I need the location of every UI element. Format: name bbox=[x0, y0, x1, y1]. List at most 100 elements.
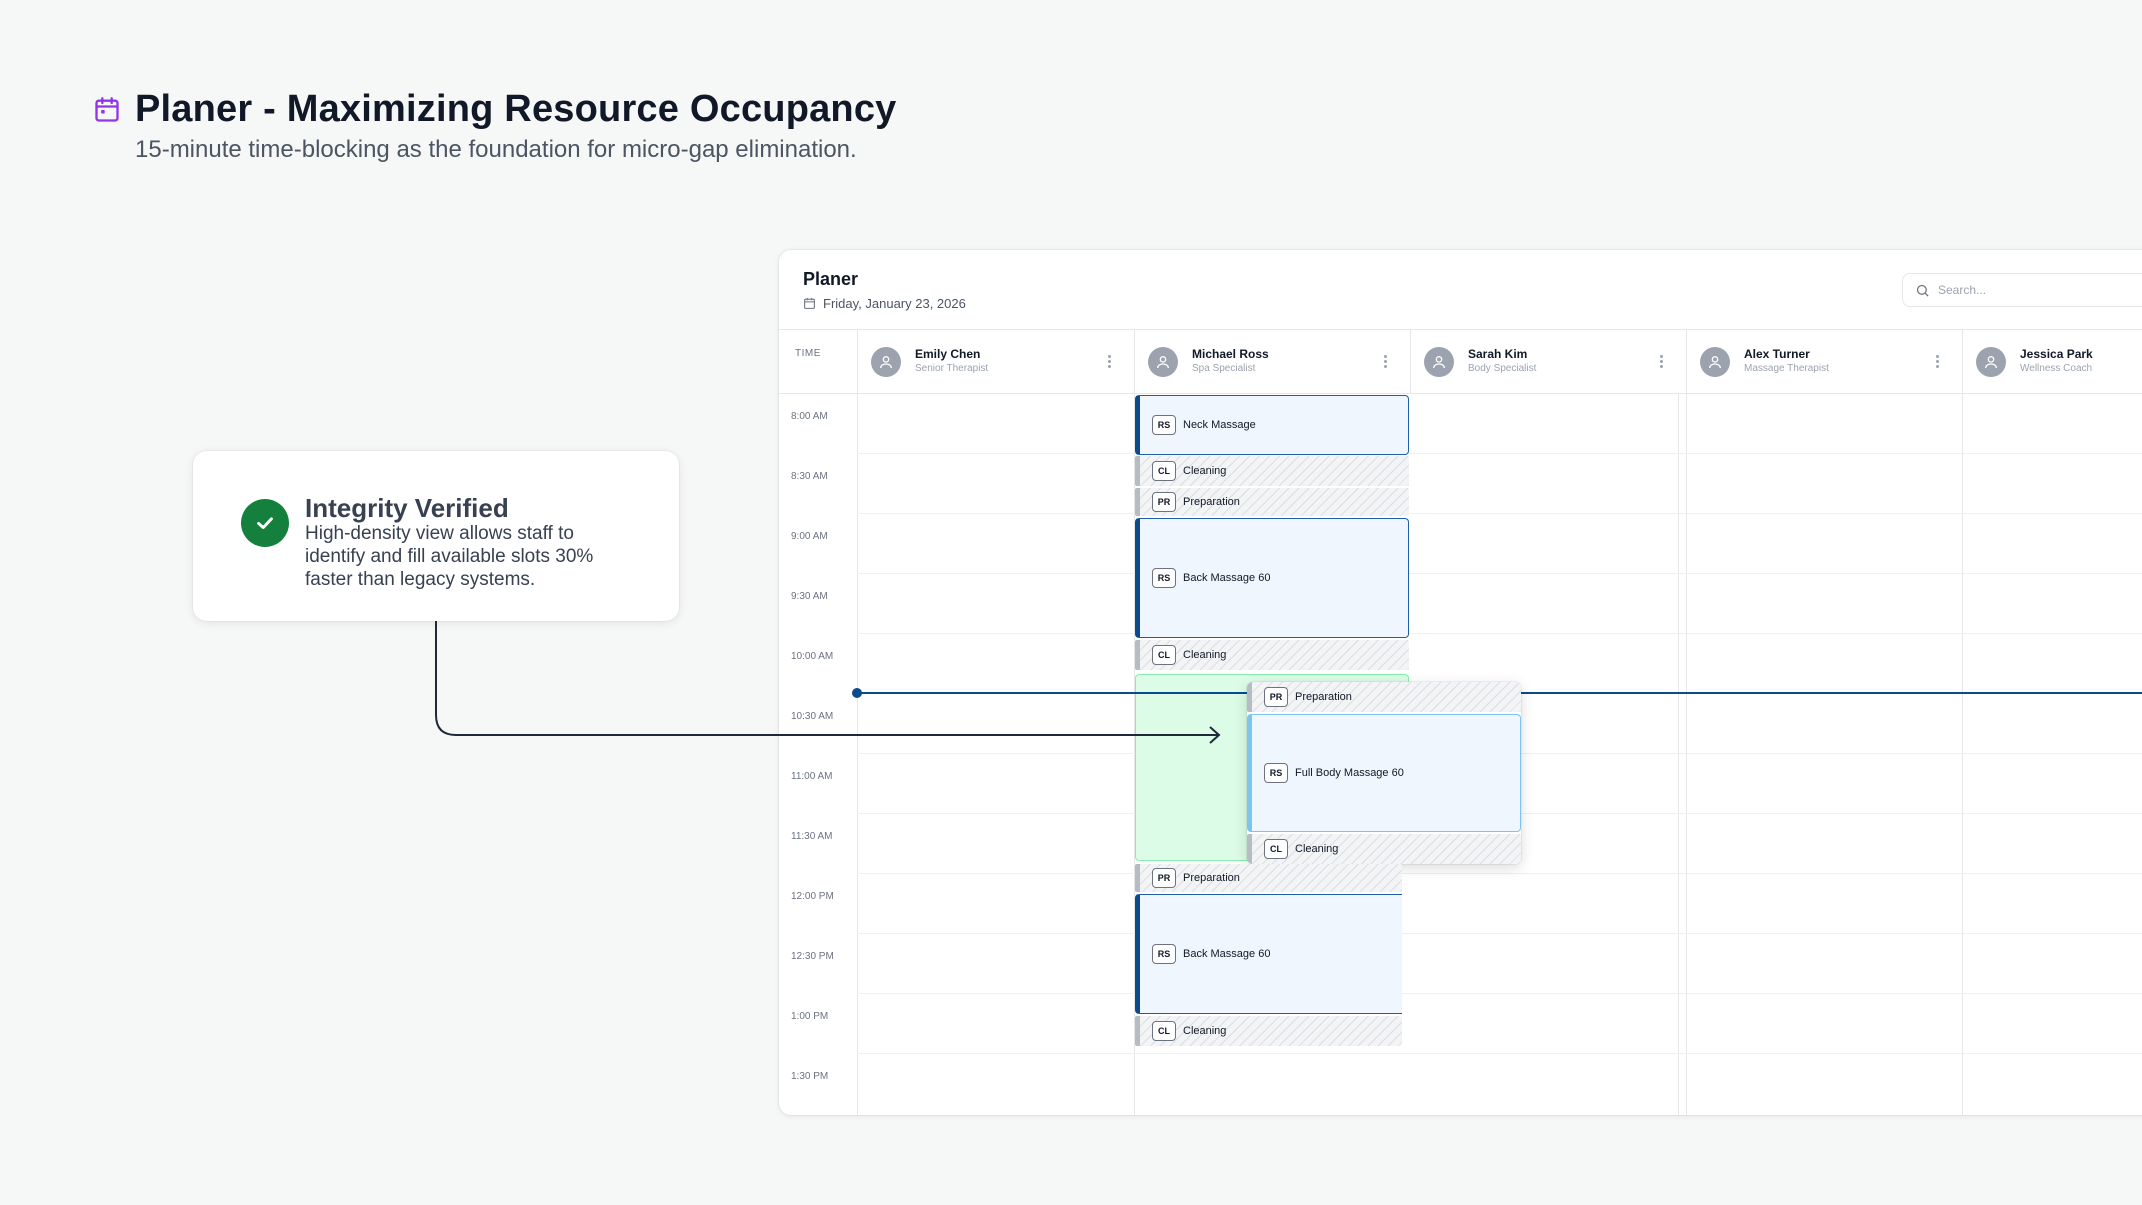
appointment-back-massage[interactable]: RS Back Massage 60 bbox=[1135, 518, 1409, 638]
appointment-full-body-massage[interactable]: RS Full Body Massage 60 bbox=[1247, 714, 1521, 832]
time-label: 12:30 PM bbox=[791, 951, 834, 962]
staff-name: Michael Ross bbox=[1192, 347, 1269, 361]
buffer-cleaning[interactable]: CL Cleaning bbox=[1135, 1016, 1402, 1046]
staff-column-header[interactable]: Michael Ross Spa Specialist bbox=[1134, 345, 1410, 385]
time-label: 1:00 PM bbox=[791, 1011, 829, 1022]
buffer-cleaning[interactable]: CL Cleaning bbox=[1135, 640, 1409, 670]
time-label: 10:30 AM bbox=[791, 711, 834, 722]
event-tag: RS bbox=[1152, 568, 1176, 588]
appointment-back-massage[interactable]: RS Back Massage 60 bbox=[1135, 894, 1402, 1014]
callout-title: Integrity Verified bbox=[305, 493, 509, 523]
event-label: Cleaning bbox=[1183, 1025, 1227, 1037]
more-vertical-icon[interactable] bbox=[1102, 351, 1116, 371]
row-divider bbox=[857, 513, 2142, 514]
planner-date: Friday, January 23, 2026 bbox=[803, 296, 966, 311]
event-tag: CL bbox=[1152, 1021, 1176, 1041]
user-icon bbox=[880, 356, 892, 369]
event-tag: CL bbox=[1152, 645, 1176, 665]
time-label: 8:30 AM bbox=[791, 471, 828, 482]
row-divider bbox=[857, 993, 2142, 994]
event-label: Cleaning bbox=[1183, 465, 1227, 477]
callout-body: High-density view allows staff to identi… bbox=[305, 523, 594, 590]
more-vertical-icon[interactable] bbox=[1930, 351, 1944, 371]
time-label: 9:00 AM bbox=[791, 531, 828, 542]
time-label: 11:00 AM bbox=[791, 771, 833, 782]
event-tag: RS bbox=[1152, 415, 1176, 435]
column-divider bbox=[1686, 329, 1687, 1115]
event-label: Preparation bbox=[1183, 496, 1240, 508]
event-tag: CL bbox=[1264, 839, 1288, 859]
avatar bbox=[1148, 347, 1178, 377]
time-column-header: TIME bbox=[795, 348, 821, 359]
buffer-preparation[interactable]: PR Preparation bbox=[1135, 488, 1409, 516]
staff-name: Jessica Park bbox=[2020, 347, 2093, 361]
avatar bbox=[1700, 347, 1730, 377]
dragged-appointment[interactable]: PR Preparation RS Full Body Massage 60 C… bbox=[1247, 682, 1521, 864]
staff-name: Emily Chen bbox=[915, 347, 981, 361]
staff-role: Spa Specialist bbox=[1192, 363, 1256, 374]
time-label: 11:30 AM bbox=[791, 831, 833, 842]
staff-column-header[interactable]: Alex Turner Massage Therapist bbox=[1686, 345, 1962, 385]
event-tag: PR bbox=[1264, 687, 1288, 707]
row-divider bbox=[857, 573, 2142, 574]
event-tag: CL bbox=[1152, 461, 1176, 481]
row-divider bbox=[857, 873, 2142, 874]
search-box[interactable] bbox=[1902, 273, 2142, 307]
staff-role: Wellness Coach bbox=[2020, 363, 2093, 374]
event-label: Back Massage 60 bbox=[1183, 572, 1271, 584]
calendar-small-icon bbox=[804, 298, 815, 309]
event-label: Cleaning bbox=[1295, 843, 1339, 855]
staff-column-header[interactable]: Emily Chen Senior Therapist bbox=[857, 345, 1134, 385]
buffer-preparation[interactable]: PR Preparation bbox=[1135, 864, 1402, 892]
column-divider bbox=[857, 329, 858, 1115]
column-divider bbox=[1962, 329, 1963, 1115]
event-tag: RS bbox=[1152, 944, 1176, 964]
event-label: Preparation bbox=[1183, 872, 1240, 884]
planner-date-text: Friday, January 23, 2026 bbox=[823, 296, 966, 311]
event-label: Full Body Massage 60 bbox=[1295, 767, 1404, 779]
appointment-neck-massage[interactable]: RS Neck Massage bbox=[1135, 395, 1409, 455]
staff-role: Body Specialist bbox=[1468, 363, 1537, 374]
row-divider bbox=[857, 453, 2142, 454]
staff-role: Massage Therapist bbox=[1744, 363, 1829, 374]
staff-role: Senior Therapist bbox=[915, 363, 989, 374]
row-divider bbox=[857, 933, 2142, 934]
user-icon bbox=[1157, 356, 1169, 369]
event-label: Preparation bbox=[1295, 691, 1352, 703]
time-label: 9:30 AM bbox=[791, 591, 828, 602]
time-label: 10:00 AM bbox=[791, 651, 834, 662]
time-label: 8:00 AM bbox=[791, 411, 828, 422]
staff-column-header[interactable]: Sarah Kim Body Specialist bbox=[1410, 345, 1686, 385]
time-label: 1:30 PM bbox=[791, 1071, 829, 1082]
grid-header-divider bbox=[779, 393, 2142, 394]
current-time-dot bbox=[852, 688, 862, 698]
search-icon bbox=[1916, 284, 1929, 297]
event-tag: PR bbox=[1152, 868, 1176, 888]
event-label: Cleaning bbox=[1183, 649, 1227, 661]
more-vertical-icon[interactable] bbox=[1378, 351, 1392, 371]
user-icon bbox=[1985, 356, 1997, 369]
row-divider bbox=[857, 633, 2142, 634]
user-icon bbox=[1709, 356, 1721, 369]
planner-panel: Planer Friday, January 23, 2026 TIME Emi… bbox=[779, 250, 2142, 1115]
avatar bbox=[871, 347, 901, 377]
staff-column-header[interactable]: Jessica Park Wellness Coach bbox=[1962, 345, 2142, 385]
column-divider bbox=[1410, 329, 1411, 393]
staff-name: Alex Turner bbox=[1744, 347, 1810, 361]
grid-top-divider bbox=[779, 329, 2142, 330]
column-divider bbox=[1678, 393, 1679, 1115]
buffer-preparation[interactable]: PR Preparation bbox=[1247, 682, 1521, 712]
planner-title: Planer bbox=[803, 269, 859, 289]
buffer-cleaning[interactable]: CL Cleaning bbox=[1247, 834, 1521, 864]
time-label: 12:00 PM bbox=[791, 891, 834, 902]
buffer-cleaning[interactable]: CL Cleaning bbox=[1135, 456, 1409, 486]
more-vertical-icon[interactable] bbox=[1654, 351, 1668, 371]
page-title: Planer - Maximizing Resource Occupancy bbox=[135, 88, 897, 130]
user-icon bbox=[1433, 356, 1445, 369]
row-divider bbox=[857, 1053, 2142, 1054]
page-subtitle: 15-minute time-blocking as the foundatio… bbox=[135, 136, 857, 163]
search-input[interactable] bbox=[1938, 283, 2138, 297]
integrity-callout: Integrity Verified High-density view all… bbox=[193, 451, 679, 621]
avatar bbox=[1424, 347, 1454, 377]
check-circle-icon bbox=[241, 499, 289, 547]
